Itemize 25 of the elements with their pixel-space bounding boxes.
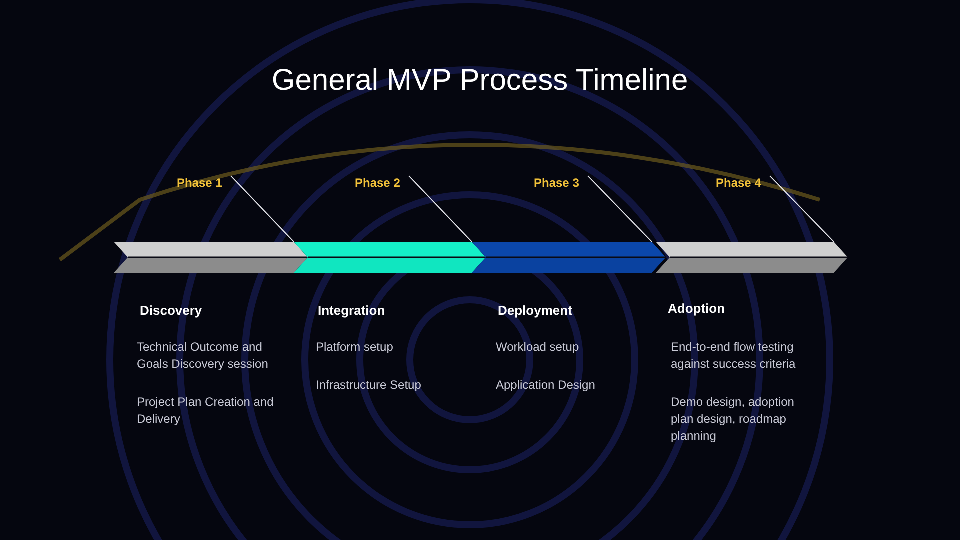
phase-heading: Integration (318, 303, 386, 318)
task-text: End-to-end flow testing against success criteria (671, 339, 797, 373)
chevron-bar (472, 242, 666, 273)
task-text: Infrastructure Setup (316, 377, 422, 394)
phase-heading: Adoption (668, 301, 726, 316)
task-text: Technical Outcome and Goals Discovery session (137, 339, 270, 373)
chevron-bar (656, 242, 848, 273)
phase-heading: Discovery (140, 303, 202, 318)
task-text: Platform setup (316, 339, 394, 356)
leader-line (770, 176, 834, 242)
leader-line (588, 176, 652, 242)
title: General MVP Process Timeline (270, 64, 690, 98)
leader-line (408, 176, 472, 242)
phase-label: Phase 4 (716, 176, 768, 191)
phase-label: Phase 2 (355, 176, 407, 191)
chevron-bar (114, 242, 308, 273)
leader-line (230, 176, 294, 242)
task-text: Workload setup (496, 339, 580, 356)
phase-label: Phase 3 (534, 176, 586, 191)
phase-heading: Deployment (498, 303, 572, 318)
task-text: Application Design (496, 377, 596, 394)
phase-label: Phase 1 (177, 176, 229, 191)
task-text: Demo design, adoption plan design, roadmap planning (671, 394, 796, 445)
chevron-bar (294, 242, 486, 273)
task-text: Project Plan Creation and Delivery (137, 394, 275, 428)
